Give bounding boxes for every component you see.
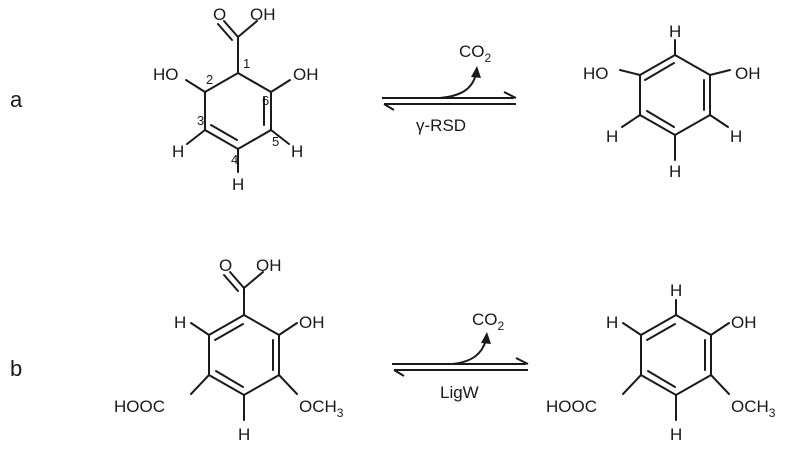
position-label-6: 6 — [262, 93, 269, 108]
equilibrium-arrows-a — [382, 66, 517, 111]
hydrogen-top-a2: H — [669, 22, 681, 41]
enzyme-label-a: γ-RSD — [416, 116, 466, 135]
carboxyl-oh-b: OH — [256, 256, 282, 275]
co2-label-a: CO2 — [459, 42, 492, 65]
panel-label-a: a — [10, 87, 23, 112]
co2-release-curve-b — [451, 339, 487, 365]
hydrogen-5-a: H — [291, 142, 303, 161]
position-label-4: 4 — [231, 152, 238, 167]
hydrogen-bottom-a2: H — [669, 162, 681, 181]
hydrogen-top-b2: H — [670, 281, 682, 300]
hydrogen-left-b2: H — [606, 313, 618, 332]
carboxyl-oh-a: OH — [250, 5, 276, 24]
hydrogen-left-b1: H — [174, 313, 186, 332]
substrate-b: O OH H OH HOOC OCH3 H — [114, 256, 344, 444]
co2-release-arrowhead-b — [481, 332, 491, 344]
hydroxyl-6-a: OH — [293, 65, 319, 84]
hydroxyl-right-a2: OH — [735, 64, 761, 83]
carbonyl-oxygen-a: O — [213, 5, 226, 24]
carboxyl-group-b1: HOOC — [114, 397, 165, 416]
hydrogen-bottom-b1: H — [238, 425, 250, 444]
product-b: H H OH HOOC OCH3 H — [546, 281, 776, 444]
position-label-2: 2 — [206, 72, 213, 87]
methoxy-b1: OCH3 — [299, 397, 344, 420]
hydroxyl-left-a2: HO — [583, 64, 609, 83]
position-label-3: 3 — [197, 113, 204, 128]
co2-release-arrowhead-a — [471, 66, 481, 78]
hydrogen-left-a2: H — [606, 127, 618, 146]
benzene-ring-a1 — [204, 71, 272, 151]
co2-label-b: CO2 — [472, 310, 505, 333]
benzene-ring-a2 — [639, 53, 711, 137]
position-label-5: 5 — [272, 134, 279, 149]
hydroxyl-2-a: HO — [153, 65, 179, 84]
enzyme-label-b: LigW — [440, 383, 479, 402]
hydrogen-bottom-b2: H — [670, 425, 682, 444]
equilibrium-arrows-b — [392, 332, 529, 377]
hydroxyl-b1: OH — [299, 313, 325, 332]
benzene-ring-b2 — [640, 313, 712, 397]
position-label-1: 1 — [243, 56, 250, 71]
carbonyl-oxygen-b: O — [219, 256, 232, 275]
carboxyl-group-b2: HOOC — [546, 397, 597, 416]
reaction-b: b O OH H OH HOOC OCH3 H — [10, 256, 776, 444]
hydrogen-3-a: H — [172, 142, 184, 161]
co2-release-curve-a — [439, 73, 477, 99]
hydrogen-right-a2: H — [730, 127, 742, 146]
product-a: H HO OH H H H — [583, 22, 761, 181]
hydrogen-4-a: H — [232, 175, 244, 194]
substrate-a: O OH HO OH H H H 1 2 3 4 5 6 — [153, 5, 319, 194]
panel-label-b: b — [10, 356, 22, 381]
methoxy-b2: OCH3 — [731, 397, 776, 420]
hydroxyl-b2: OH — [731, 313, 757, 332]
benzene-ring-b1 — [208, 313, 280, 397]
reaction-a: a O OH HO OH H H H 1 2 — [10, 5, 761, 194]
